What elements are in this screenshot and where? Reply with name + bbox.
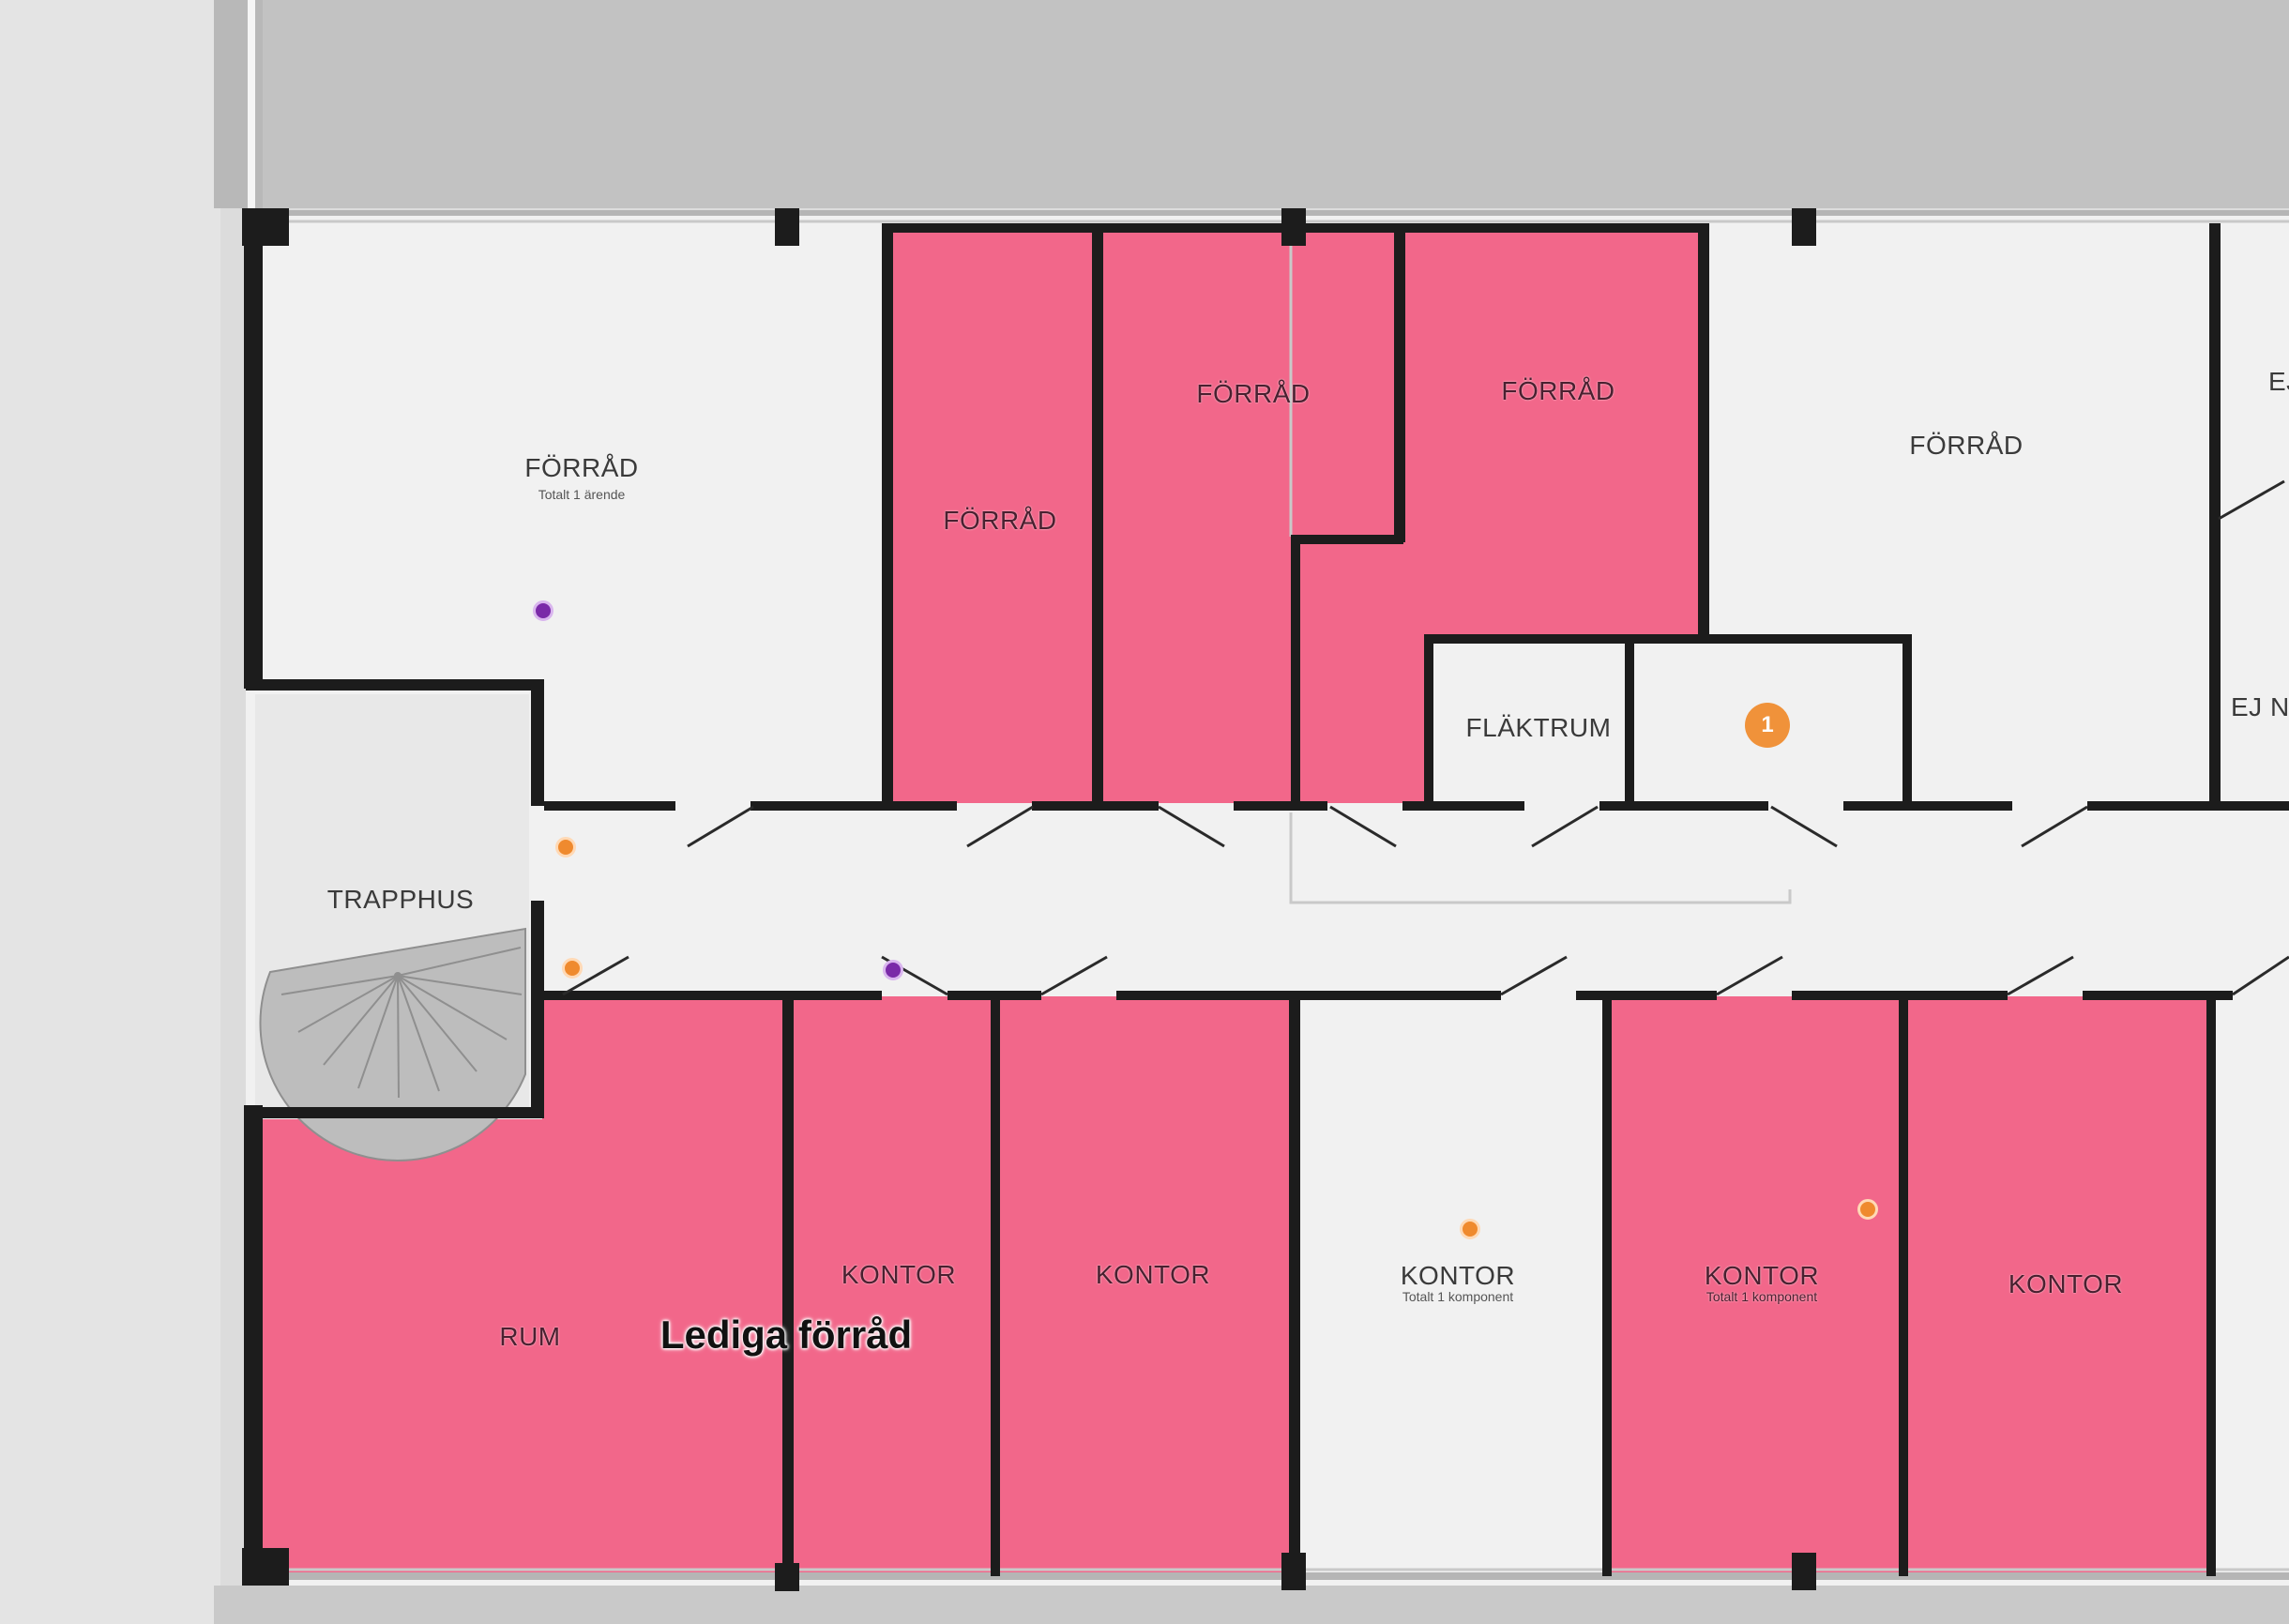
bottom-edge (214, 1586, 2289, 1624)
spiral-staircase (255, 694, 529, 1161)
component-marker[interactable] (562, 958, 583, 979)
roof-area (263, 0, 2289, 208)
south-facade-glass (263, 1572, 2289, 1580)
doors (562, 479, 2289, 996)
component-marker[interactable] (555, 837, 576, 858)
room-kontor-2-area[interactable] (996, 996, 1295, 1576)
outside-ground-light (0, 0, 220, 1624)
roof-edge-line (248, 0, 255, 208)
issue-marker[interactable] (883, 960, 903, 980)
roof-edge (214, 0, 263, 208)
walls (242, 208, 2289, 1591)
north-facade-glass (263, 210, 2289, 216)
issue-marker[interactable] (533, 600, 553, 621)
room-kontor-5-area[interactable] (1904, 996, 2209, 1576)
room-kontor-4-area[interactable] (1606, 996, 1904, 1576)
component-marker[interactable] (1857, 1199, 1878, 1220)
room-kontor-1-area[interactable] (788, 996, 996, 1576)
room-forrad-2-area[interactable] (887, 229, 1099, 803)
cluster-marker[interactable]: 1 (1745, 703, 1790, 748)
room-forrad-4-area[interactable] (1296, 229, 1705, 803)
component-marker[interactable] (1460, 1219, 1480, 1239)
plan-guides (263, 220, 2289, 1571)
